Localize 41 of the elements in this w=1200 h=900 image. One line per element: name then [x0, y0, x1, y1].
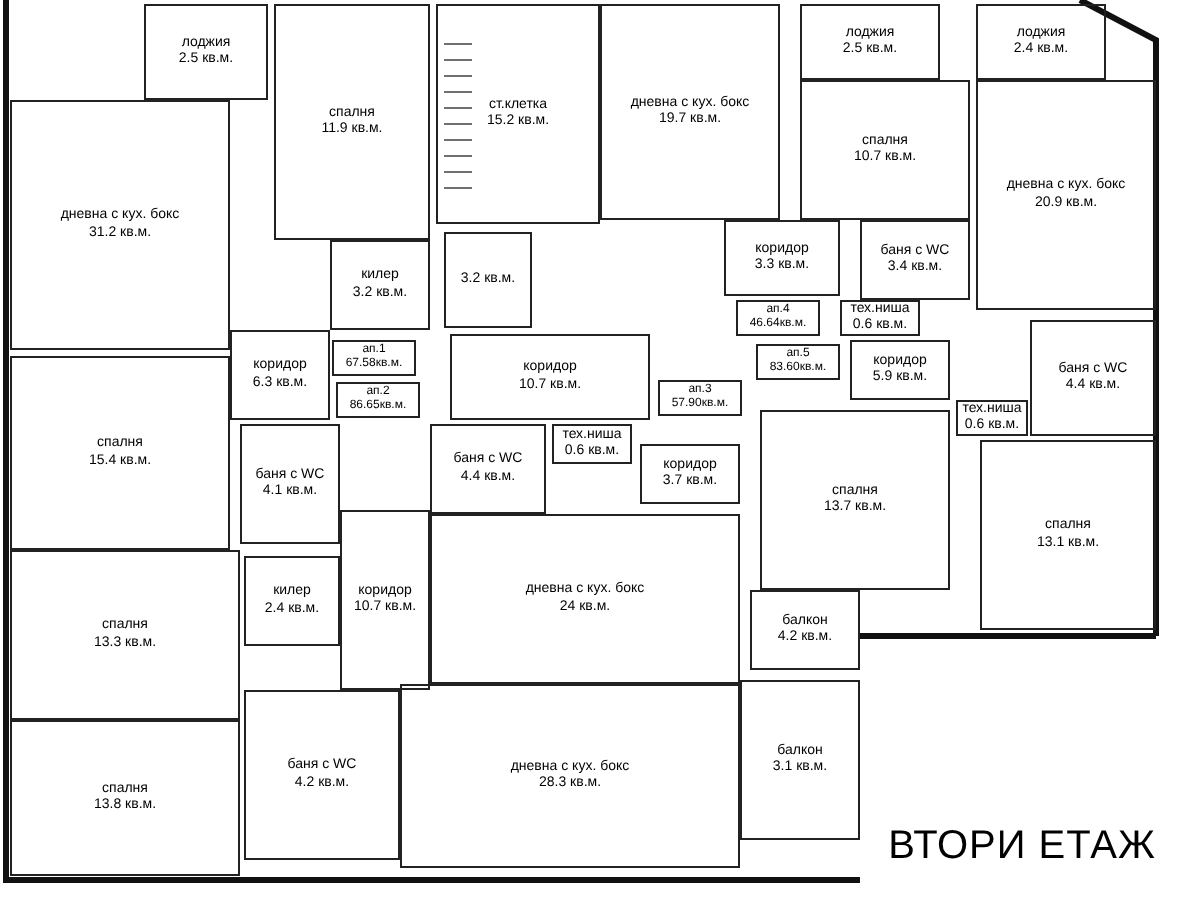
- room: [430, 514, 740, 684]
- floor-title: ВТОРИ ЕТАЖ: [888, 822, 1156, 872]
- room: [976, 80, 1156, 310]
- room: [750, 590, 860, 670]
- room: [800, 80, 970, 220]
- room: [430, 424, 546, 514]
- apartment-tag: [336, 382, 420, 418]
- room: [10, 550, 240, 720]
- room: [956, 400, 1028, 436]
- room: [724, 220, 840, 296]
- room: [144, 4, 268, 100]
- apartment-tag: [756, 344, 840, 380]
- room: [1030, 320, 1156, 436]
- room: [330, 240, 430, 330]
- room: [850, 340, 950, 400]
- room: [980, 440, 1156, 630]
- room: [552, 424, 632, 464]
- room: [436, 4, 600, 224]
- room: [640, 444, 740, 504]
- room: [740, 680, 860, 840]
- room: [10, 100, 230, 350]
- room: [760, 410, 950, 590]
- room: [444, 232, 532, 328]
- room: [244, 556, 340, 646]
- room: [340, 510, 430, 690]
- room: [244, 690, 400, 860]
- room: [450, 334, 650, 420]
- room: [10, 356, 230, 550]
- room: [800, 4, 940, 80]
- apartment-tag: [332, 340, 416, 376]
- apartment-tag: [736, 300, 820, 336]
- room: [840, 300, 920, 336]
- room: [600, 4, 780, 220]
- room: [274, 4, 430, 240]
- room: [10, 720, 240, 876]
- room: [240, 424, 340, 544]
- apartment-tag: [658, 380, 742, 416]
- room: [976, 4, 1106, 80]
- room: [230, 330, 330, 420]
- room: [400, 684, 740, 868]
- room: [860, 220, 970, 300]
